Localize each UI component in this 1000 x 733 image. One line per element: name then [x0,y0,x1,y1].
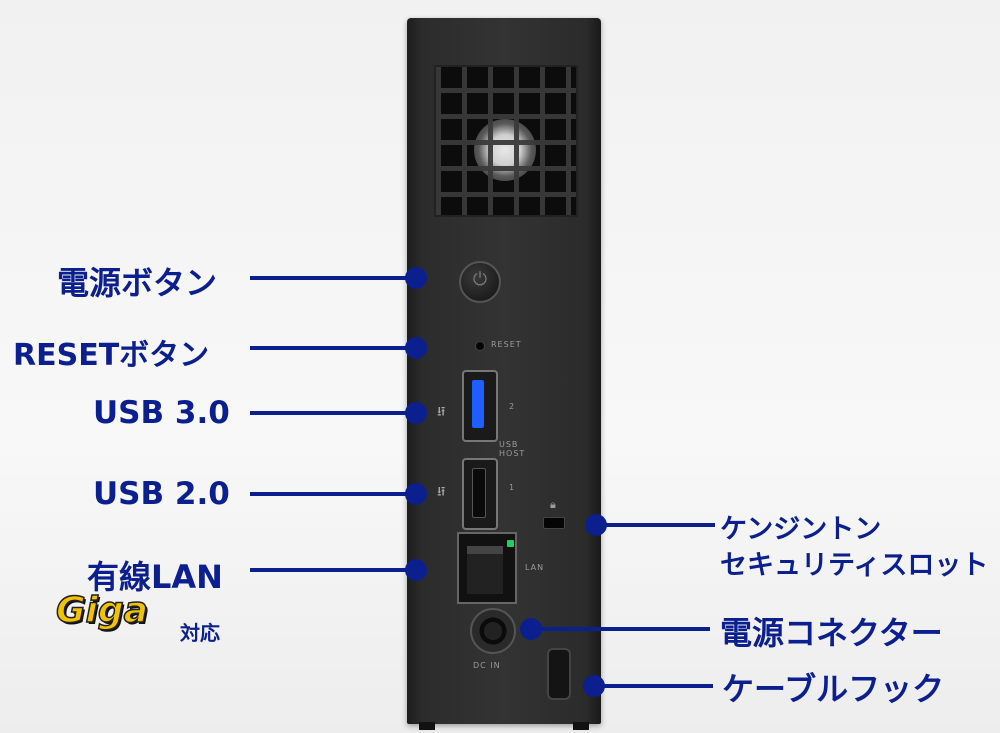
callout-dot-usb3 [405,402,427,424]
label-usb3: USB 3.0 [93,395,230,431]
label-kensington-line1: ケンジントン [720,514,882,545]
usb-icon: ⭿ [437,405,446,420]
callout-line-reset [250,346,410,350]
callout-line-lan [250,568,410,572]
label-kensington-line2: セキュリティスロット [720,550,989,581]
callout-line-cable-hook [603,684,713,688]
power-button[interactable]: ⏻ [459,261,501,303]
label-power-connector: 電源コネクター [720,614,943,652]
callout-line-usb2 [250,492,410,496]
reset-marking: RESET [491,340,522,349]
callout-dot-reset [405,337,427,359]
usb2-port[interactable] [462,458,498,530]
lock-icon: 🔒︎ [550,498,557,511]
callout-dot-power [405,267,427,289]
label-reset-button: RESETボタン [13,338,210,373]
label-power-button: 電源ボタン [57,264,218,302]
callout-line-power-connector [540,627,710,631]
lan-led [507,540,514,547]
giga-suffix: 対応 [180,621,220,645]
label-wired-lan: 有線LAN [87,558,223,596]
callout-line-usb3 [250,411,410,415]
fan-grill [434,65,578,217]
callout-line-power [250,276,410,280]
usb-icon: ⭿ [437,485,446,500]
dc-in-marking: DC IN [473,661,501,670]
usb-port-1-marking: 1 [509,483,516,492]
callout-line-kensington [605,523,715,527]
usb3-port[interactable] [462,370,498,442]
cable-hook[interactable] [547,648,571,700]
giga-logo: Giga [55,589,148,632]
usb-port-2-marking: 2 [509,402,516,411]
kensington-slot[interactable] [543,517,565,529]
reset-button[interactable] [475,341,485,351]
label-cable-hook: ケーブルフック [722,670,945,708]
usb-host-marking: USB HOST [499,440,526,458]
power-icon: ⏻ [472,269,488,290]
callout-dot-kensington [585,514,607,536]
callout-dot-power-connector [520,618,542,640]
lan-marking: LAN [525,563,545,572]
callout-dot-cable-hook [583,675,605,697]
callout-dot-lan [405,559,427,581]
callout-dot-usb2 [405,483,427,505]
power-connector[interactable] [470,608,516,654]
nas-device: ⏻ RESET ⭿ 2 USB HOST ⭿ 1 🔒︎ LAN DC IN [407,18,601,730]
label-usb2: USB 2.0 [93,476,230,512]
